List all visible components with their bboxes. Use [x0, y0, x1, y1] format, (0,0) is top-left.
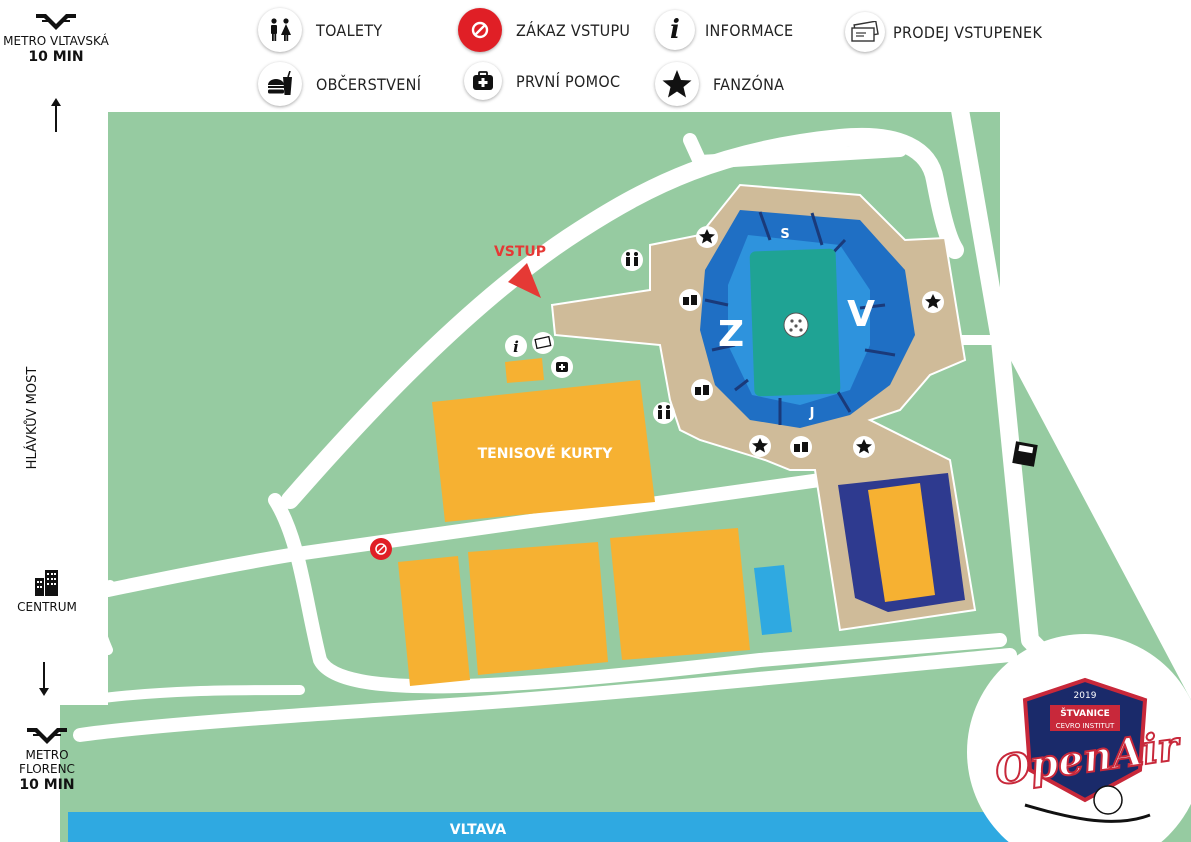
- arrow-down-icon: [37, 660, 51, 696]
- map-marker-refreshments-icon: [679, 289, 701, 311]
- legend-info-label: INFORMACE: [705, 20, 794, 40]
- stand-east-label: V: [847, 294, 875, 335]
- svg-text:i: i: [513, 338, 519, 356]
- legend-first-aid-label: PRVNÍ POMOC: [516, 71, 621, 91]
- legend-refreshments-label: OBČERSTVENÍ: [316, 74, 422, 94]
- map-markers: i: [370, 226, 1038, 560]
- legend-tickets-label: PRODEJ VSTUPENEK: [893, 22, 1043, 42]
- stand-south-label: J: [809, 406, 815, 421]
- first-aid-icon: [464, 62, 502, 100]
- entrance-arrow-icon: [508, 263, 541, 298]
- legend-fanzone-label: FANZÓNA: [713, 74, 785, 94]
- metro-florenc-name: METRO FLORENC: [19, 748, 75, 776]
- map-marker-toilets-icon: [621, 249, 643, 271]
- map-marker-fanzone-icon: [853, 436, 875, 458]
- pool: [754, 565, 792, 635]
- map-marker-fanzone-icon: [922, 291, 944, 313]
- map-marker-tickets-icon: [532, 332, 554, 354]
- logo-sponsor: CEVRO INSTITUT: [1056, 722, 1115, 730]
- logo-venue: ŠTVANICE: [1060, 707, 1110, 719]
- centrum-label: CENTRUM: [17, 600, 77, 614]
- map-marker-refreshments-icon: [691, 379, 713, 401]
- map-marker-refreshments-icon: [790, 436, 812, 458]
- legend-refreshments: OBČERSTVENÍ: [258, 62, 421, 106]
- river-label: VLTAVA: [450, 822, 507, 838]
- train-icon: [1012, 441, 1038, 467]
- legend-no-entry-label: ZÁKAZ VSTUPU: [516, 20, 631, 40]
- logo-ball-icon: [1093, 785, 1123, 815]
- refreshments-icon: [258, 62, 302, 106]
- legend-tickets: PRODEJ VSTUPENEK: [845, 12, 1042, 52]
- stand-west-label: Z: [718, 314, 744, 355]
- fanzone-icon: [655, 62, 699, 106]
- arrow-up-icon: [49, 98, 63, 134]
- map-marker-fanzone-icon: [696, 226, 718, 248]
- legend-fanzone: FANZÓNA: [655, 62, 784, 106]
- map-marker-first-aid-icon: [551, 356, 573, 378]
- athletics-track: [838, 473, 965, 612]
- metro-vltavska: METRO VLTAVSKÁ 10 MIN: [0, 14, 112, 66]
- centrum: CENTRUM: [0, 570, 94, 614]
- toilets-icon: [258, 8, 302, 52]
- map-marker-fanzone-icon: [749, 435, 771, 457]
- metro-florenc-time: 10 MIN: [19, 777, 75, 793]
- metro-logo-icon: [36, 14, 76, 30]
- legend-info: i INFORMACE: [655, 10, 793, 50]
- no-entry-icon: [458, 8, 502, 52]
- map-marker-toilets-icon: [653, 402, 675, 424]
- metro-vltavska-time: 10 MIN: [28, 49, 84, 65]
- openair-logo: 2019 ŠTVANICE CEVRO INSTITUT OpenAir: [967, 634, 1191, 842]
- legend-first-aid: PRVNÍ POMOC: [464, 62, 620, 100]
- buildings-icon: [35, 570, 58, 596]
- legend-no-entry: ZÁKAZ VSTUPU: [458, 8, 630, 52]
- tennis-label: TENISOVÉ KURTY: [478, 445, 614, 462]
- legend-toilets-label: TOALETY: [316, 20, 383, 40]
- river: [68, 812, 1028, 842]
- arena-stands: S J Z V: [700, 210, 915, 428]
- metro-vltavska-name: METRO VLTAVSKÁ: [3, 34, 109, 48]
- map-marker-info-icon: i: [505, 335, 527, 357]
- map-marker-no-entry-icon: [370, 538, 392, 560]
- tennis-courts: [398, 358, 750, 686]
- metro-florenc: METRO FLORENC 10 MIN: [0, 728, 94, 794]
- entrance-label: VSTUP: [494, 244, 546, 260]
- tickets-icon: [845, 12, 885, 52]
- bridge-label: HLÁVKŮV MOST: [25, 366, 40, 470]
- stand-north-label: S: [780, 227, 789, 242]
- metro-logo-icon: [27, 728, 67, 744]
- info-icon: i: [655, 10, 695, 50]
- logo-year: 2019: [1074, 691, 1097, 701]
- floorball-ball-icon: [783, 312, 809, 338]
- legend-toilets: TOALETY: [258, 8, 382, 52]
